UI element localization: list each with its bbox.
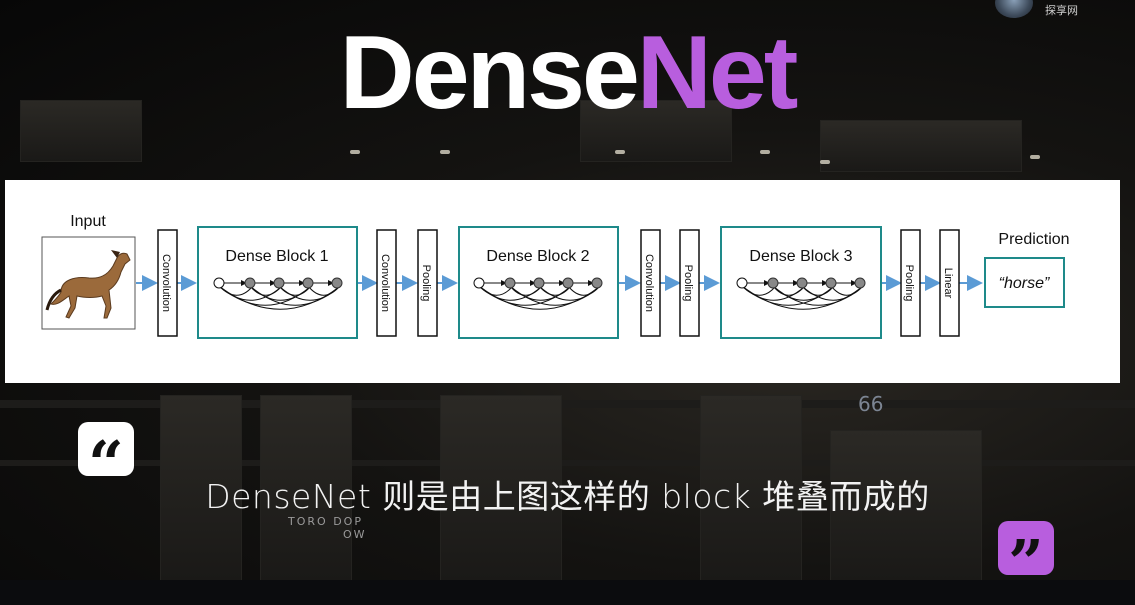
watermark-logo-icon <box>995 0 1033 18</box>
close-quote-icon: ” <box>998 521 1054 599</box>
svg-text:Dense Block 2: Dense Block 2 <box>486 248 589 265</box>
densenet-diagram-panel: Input Convolution <box>5 180 1120 383</box>
svg-text:Convolution: Convolution <box>379 254 391 312</box>
svg-text:Dense Block 3: Dense Block 3 <box>749 248 852 265</box>
svg-text:Convolution: Convolution <box>160 254 172 312</box>
layer-linear: Linear <box>939 229 960 337</box>
dense-block-2: Dense Block 2 <box>458 226 619 339</box>
title-part-dense: Dense <box>339 15 640 131</box>
prediction-box: “horse” <box>984 257 1065 308</box>
svg-text:“horse”: “horse” <box>999 275 1050 292</box>
prediction-label: Prediction <box>998 231 1069 248</box>
layer-pooling-3: Pooling <box>900 229 921 337</box>
horse-image <box>41 236 136 330</box>
svg-text:Pooling: Pooling <box>903 265 915 302</box>
layer-convolution-2: Convolution <box>376 229 397 337</box>
svg-text:Linear: Linear <box>942 268 954 299</box>
background-number: 66 <box>858 392 884 416</box>
background-sign: TORO DOP OW <box>288 515 367 541</box>
input-label: Input <box>70 213 106 230</box>
layer-pooling-1: Pooling <box>417 229 438 337</box>
layer-convolution-3: Convolution <box>640 229 661 337</box>
svg-text:Pooling: Pooling <box>682 265 694 302</box>
svg-text:Dense Block 1: Dense Block 1 <box>225 248 328 265</box>
layer-pooling-2: Pooling <box>679 229 700 337</box>
title-part-net: Net <box>636 15 799 131</box>
watermark-text: 探享网 <box>1045 4 1078 17</box>
page-title: DenseNet <box>0 8 1135 138</box>
watermark: 探享网 <box>995 0 1095 20</box>
open-quote-icon: “ <box>78 422 134 500</box>
subtitle-caption: DenseNet 则是由上图这样的 block 堆叠而成的 <box>205 477 930 516</box>
svg-text:Pooling: Pooling <box>420 265 432 302</box>
dense-block-1: Dense Block 1 <box>197 226 358 339</box>
dense-block-3: Dense Block 3 <box>720 226 882 339</box>
densenet-diagram: Input Convolution <box>41 213 1070 339</box>
svg-text:Convolution: Convolution <box>643 254 655 312</box>
layer-convolution-1: Convolution <box>157 229 178 337</box>
